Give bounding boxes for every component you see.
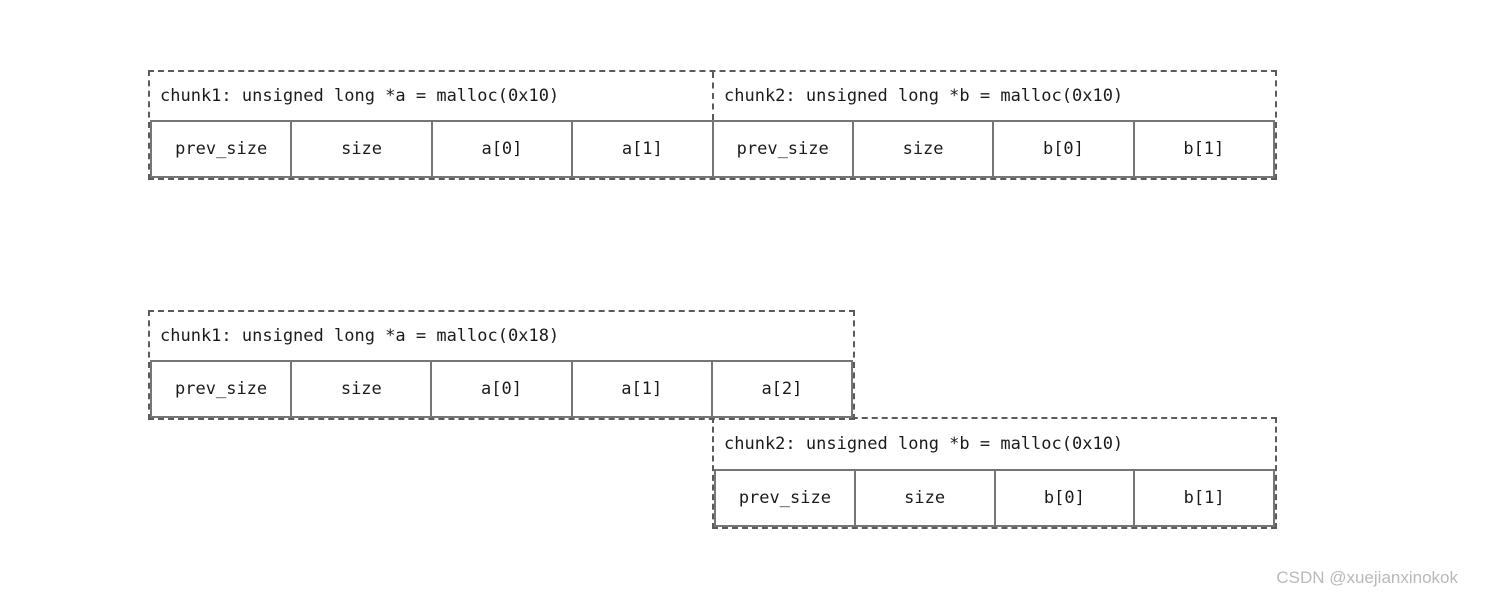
- bottom-chunk2-box: chunk2: unsigned long *b = malloc(0x10) …: [712, 417, 1277, 529]
- bottom-chunk1-box: chunk1: unsigned long *a = malloc(0x18) …: [148, 310, 855, 420]
- chunk1-malloc-0x10-label: chunk1: unsigned long *a = malloc(0x10): [160, 86, 560, 106]
- top-diagram-memory-row: prev_size size a[0] a[1] prev_size size …: [150, 120, 1275, 178]
- csdn-watermark: CSDN @xuejianxinokok: [1276, 568, 1458, 587]
- chunk2-b1-cell: b[1]: [1132, 122, 1273, 176]
- chunk1-a1-cell: a[1]: [571, 122, 711, 176]
- chunk1-a2-cell: a[2]: [710, 362, 851, 416]
- chunk1-prev-size-cell: prev_size: [175, 139, 268, 159]
- chunk2-malloc-0x10-label: chunk2: unsigned long *b = malloc(0x10): [724, 434, 1124, 454]
- chunk1-size-cell: size: [290, 362, 430, 416]
- chunk2-size-cell: size: [853, 471, 994, 525]
- chunk1-malloc-0x18-label: chunk1: unsigned long *a = malloc(0x18): [160, 326, 560, 346]
- bottom-chunk2-label-row: chunk2: unsigned long *b = malloc(0x10): [714, 419, 1275, 469]
- chunk1-a0-cell: a[0]: [430, 362, 570, 416]
- top-diagram-chunks-box: chunk1: unsigned long *a = malloc(0x10) …: [148, 70, 1277, 180]
- chunk1-size-cell: size: [290, 122, 430, 176]
- chunk2-malloc-0x10-label: chunk2: unsigned long *b = malloc(0x10): [712, 72, 1275, 120]
- chunk2-b1-cell: b[1]: [1133, 471, 1273, 525]
- chunk2-b0-cell: b[0]: [993, 471, 1134, 525]
- chunk2-b0-cell: b[0]: [992, 122, 1132, 176]
- top-diagram-label-row: chunk1: unsigned long *a = malloc(0x10) …: [150, 72, 1275, 120]
- chunk1-a0-cell: a[0]: [430, 122, 571, 176]
- chunk2-size-cell: size: [851, 122, 992, 176]
- chunk1-a1-cell: a[1]: [570, 362, 711, 416]
- bottom-chunk1-label-row: chunk1: unsigned long *a = malloc(0x18): [150, 312, 853, 360]
- chunk2-prev-size-cell: prev_size: [738, 488, 831, 508]
- chunk1-prev-size-cell: prev_size: [175, 379, 268, 399]
- bottom-chunk1-memory-row: prev_size size a[0] a[1] a[2]: [150, 360, 853, 418]
- bottom-chunk2-memory-row: prev_size size b[0] b[1]: [714, 469, 1275, 527]
- chunk2-prev-size-cell: prev_size: [711, 122, 852, 176]
